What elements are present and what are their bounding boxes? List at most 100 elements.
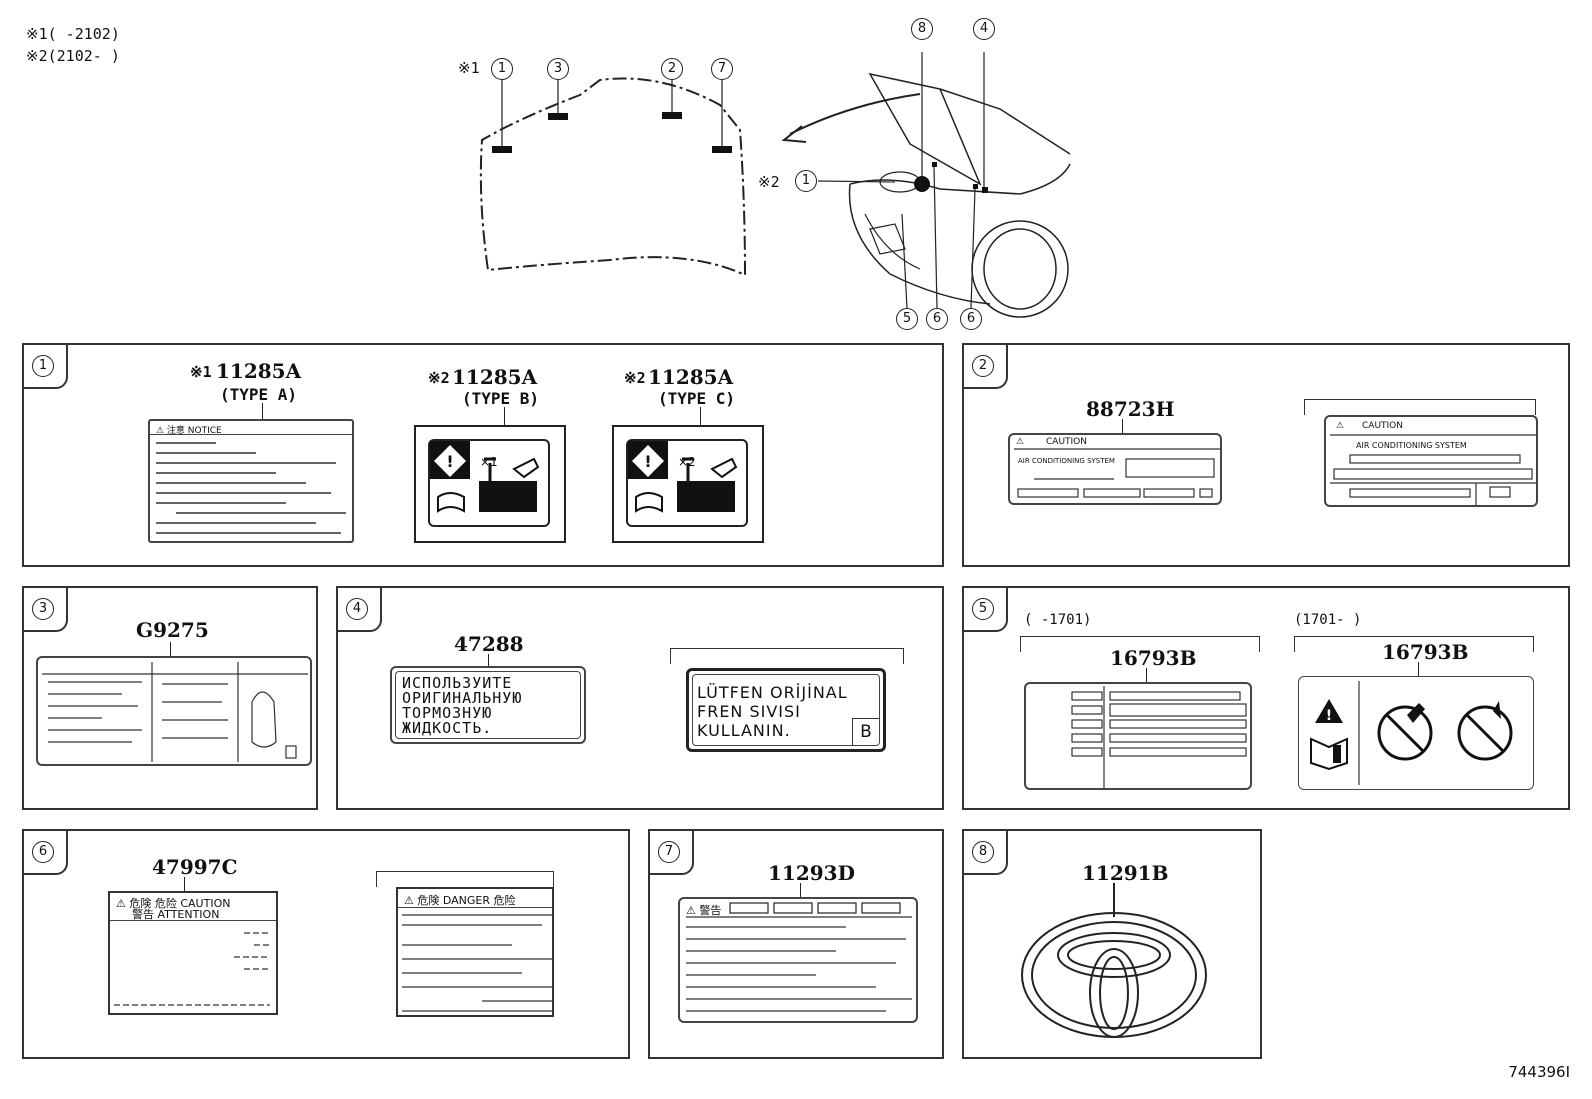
ac-caution-system: AIR CONDITIONING SYSTEM (1018, 457, 1115, 465)
notice-text-lines (156, 442, 346, 534)
fluid-warning-pictogram-label: ! (1298, 676, 1534, 790)
panel-3-number: 3 (32, 598, 54, 620)
panel-5: 5 ( -1701) 16793B (1701- ) 16793B ! (962, 586, 1570, 810)
svg-text:!: ! (1326, 708, 1332, 724)
callout-mark-1: ※1 (458, 59, 480, 77)
callout-8: 8 (911, 18, 933, 40)
hood-mark-3 (548, 113, 568, 120)
panel-4: 4 47288 ИСПОЛЬЗУИТЕ ОРИГИНАЛЬНУЮ ТОРМОЗН… (336, 586, 944, 810)
callout-1-car: 1 (795, 170, 817, 192)
russian-line-1: ИСПОЛЬЗУИТЕ (402, 674, 513, 692)
turkish-line-2: FREN SIVISI (697, 702, 801, 721)
russian-brake-fluid-label: ИСПОЛЬЗУИТЕ ОРИГИНАЛЬНУЮ ТОРМОЗНУЮ ЖИДКО… (390, 666, 586, 744)
panel-5-part-number-2: 16793B (1382, 640, 1469, 664)
warning-label-lines (686, 902, 912, 1012)
panel-2-number: 2 (972, 355, 994, 377)
callout-7: 7 (711, 58, 733, 80)
panel-4-number: 4 (346, 598, 368, 620)
type-c-mark: ※2 (624, 369, 646, 387)
callout-2: 2 (661, 58, 683, 80)
callout-4: 4 (973, 18, 995, 40)
turkish-label-tag: B (852, 718, 879, 745)
fluid-spec-label (1024, 682, 1252, 790)
no-fluid-pictogram: ! (1310, 681, 1513, 785)
image-id: 744396I (1508, 1063, 1570, 1081)
warning-icon: ! (628, 441, 738, 513)
panel-1: 1 ※1 11285A (TYPE A) ⚠ 注意 NOTICE ※2 1128… (22, 343, 944, 567)
variant-bracket (376, 871, 554, 887)
type-a-mark: ※1 (190, 363, 212, 381)
type-a-label: (TYPE A) (220, 385, 298, 404)
car-diagram: 8 4 ※2 1 5 6 6 (758, 14, 1090, 339)
tire-pressure-table (42, 662, 308, 762)
variant-bracket (670, 648, 904, 664)
hood-diagram: ※1 1 3 2 7 (440, 50, 780, 290)
warning-icon: ! (430, 441, 540, 513)
fluid-spec-table (1071, 686, 1247, 788)
panel-6: 6 47997C ⚠ 危険 危险 CAUTION 警告 ATTENTION ⚠ … (22, 829, 630, 1059)
warning-label-heading: ⚠ 警告 (686, 904, 722, 917)
panel-2-part-number: 88723H (1086, 397, 1175, 421)
type-b-count: ×1 (480, 455, 498, 469)
variant-bracket (1304, 399, 1536, 415)
ac-caution-label-alt: ⚠ CAUTION AIR CONDITIONING SYSTEM (1324, 415, 1538, 507)
notice-label: ⚠ 注意 NOTICE (148, 419, 354, 543)
panel-3-part-number: G9275 (136, 618, 209, 642)
panel-7-part-number: 11293D (768, 861, 855, 885)
panel-8-part-number: 11291B (1082, 861, 1169, 885)
turkish-line-3: KULLANIN. (697, 721, 791, 740)
brake-danger-heading: ⚠ 危険 DANGER 危险 (404, 894, 516, 907)
panel-6-number: 6 (32, 841, 54, 863)
ac-caution-alt-lines (1330, 434, 1536, 505)
toyota-emblem-icon (1021, 883, 1207, 1038)
callout-mark-2: ※2 (758, 173, 780, 191)
type-b-part-number: 11285A (452, 365, 538, 389)
ac-caution-alt-system: AIR CONDITIONING SYSTEM (1356, 441, 1467, 450)
notice-label-heading: ⚠ 注意 NOTICE (156, 426, 222, 436)
panel-1-number: 1 (32, 355, 54, 377)
panel-3: 3 G9275 (22, 586, 318, 810)
brake-danger-label: ⚠ 危険 DANGER 危险 (396, 887, 554, 1017)
turkish-brake-fluid-label: LÜTFEN ORİJİNAL FREN SIVISI KULLANIN. B (686, 668, 886, 752)
panel-5-range-1: ( -1701) (1024, 612, 1092, 628)
svg-text:!: ! (644, 452, 651, 471)
car-outline (781, 52, 1071, 318)
note-1: ※1( -2102) (26, 25, 120, 43)
hood-mark-7 (712, 146, 732, 153)
ac-caution-heading: CAUTION (1046, 437, 1087, 447)
panel-5-range-2: (1701- ) (1294, 612, 1362, 628)
note-2: ※2(2102- ) (26, 47, 120, 65)
brake-danger-lines (402, 914, 552, 1012)
warning-label: ⚠ 警告 (678, 897, 918, 1023)
range-1-bracket (1020, 636, 1260, 652)
type-c-part-number: 11285A (648, 365, 734, 389)
type-b-label: (TYPE B) (462, 389, 540, 408)
ac-caution-alt-heading: CAUTION (1362, 421, 1403, 431)
tire-pressure-label (36, 656, 312, 766)
panel-6-part-number: 47997C (152, 855, 238, 879)
hood-outline (479, 77, 747, 277)
russian-line-2: ОРИГИНАЛЬНУЮ (402, 689, 523, 707)
type-b-mark: ※2 (428, 369, 450, 387)
panel-7-number: 7 (658, 841, 680, 863)
panel-8: 8 11291B (962, 829, 1262, 1059)
svg-text:!: ! (446, 452, 453, 471)
callout-3: 3 (547, 58, 569, 80)
brake-caution-heading-1: ⚠ 危険 危险 CAUTION (116, 897, 231, 910)
panel-7: 7 11293D ⚠ 警告 (648, 829, 944, 1059)
brake-caution-label: ⚠ 危険 危险 CAUTION 警告 ATTENTION (108, 891, 278, 1015)
brake-caution-heading-2: 警告 ATTENTION (132, 908, 220, 921)
panel-5-number: 5 (972, 598, 994, 620)
type-b-label-box: ! ×1 (414, 425, 566, 543)
type-c-label: (TYPE C) (658, 389, 736, 408)
callout-6-a: 6 (926, 308, 948, 330)
panel-2: 2 88723H ⚠ CAUTION AIR CONDITIONING SYST… (962, 343, 1570, 567)
ac-caution-lines (1014, 448, 1220, 498)
russian-line-3: ТОРМОЗНУЮ (402, 704, 493, 722)
callout-1-hood: 1 (491, 58, 513, 80)
hood-mark-1 (492, 146, 512, 153)
range-2-bracket (1294, 636, 1534, 652)
callout-5: 5 (896, 308, 918, 330)
type-c-count: ×2 (678, 455, 696, 469)
russian-line-4: ЖИДКОСТЬ. (402, 719, 493, 737)
